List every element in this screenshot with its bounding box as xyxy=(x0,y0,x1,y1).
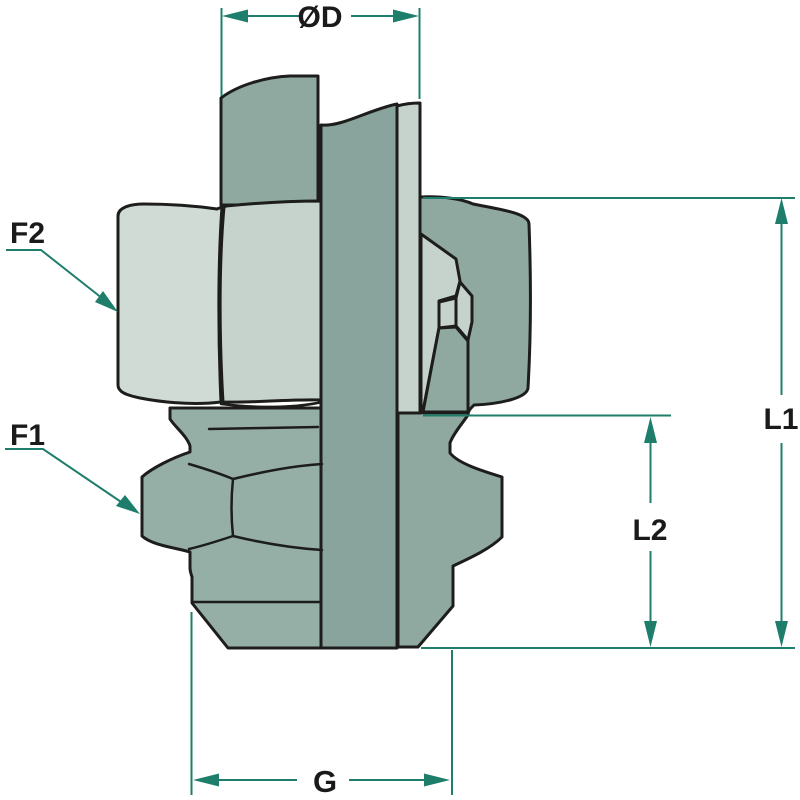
lower-hex-corner-line xyxy=(230,477,235,538)
cutting-ring-box xyxy=(437,296,458,330)
g-arrowhead-right xyxy=(424,773,450,787)
dimensions: ØD F2 F1 L1 L2 xyxy=(5,1,799,799)
g-arrowhead-left xyxy=(193,773,219,787)
f2-arrowhead xyxy=(95,291,118,312)
tube-front-strip xyxy=(395,101,422,415)
dim-label-l1: L1 xyxy=(763,403,798,436)
dim-label-g: G xyxy=(313,764,337,799)
fitting-part xyxy=(116,74,532,650)
l1-arrowhead-up xyxy=(775,198,788,224)
f1-leader-line xyxy=(5,448,134,511)
l1-arrowhead-down xyxy=(775,621,788,647)
union-nut-bottom-chamfer xyxy=(219,400,324,409)
dim-label-f1: F1 xyxy=(10,419,45,452)
body-nose xyxy=(421,325,470,414)
l2-arrowhead-up xyxy=(644,417,657,443)
dim-label-l2: L2 xyxy=(632,514,667,547)
od-arrowhead-right xyxy=(393,9,419,23)
union-nut-front-face xyxy=(218,199,324,404)
upper-tube-outer xyxy=(219,74,320,207)
union-nut-left-face xyxy=(116,202,224,405)
f2-leader-line xyxy=(6,249,113,307)
dim-label-f2: F2 xyxy=(10,217,45,250)
dim-label-od: ØD xyxy=(298,1,343,34)
tube-section-column xyxy=(319,102,399,650)
groove-line xyxy=(207,425,320,431)
f1-arrowhead xyxy=(116,495,140,514)
l2-arrowhead-down xyxy=(644,621,657,647)
od-arrowhead-left xyxy=(222,9,248,23)
